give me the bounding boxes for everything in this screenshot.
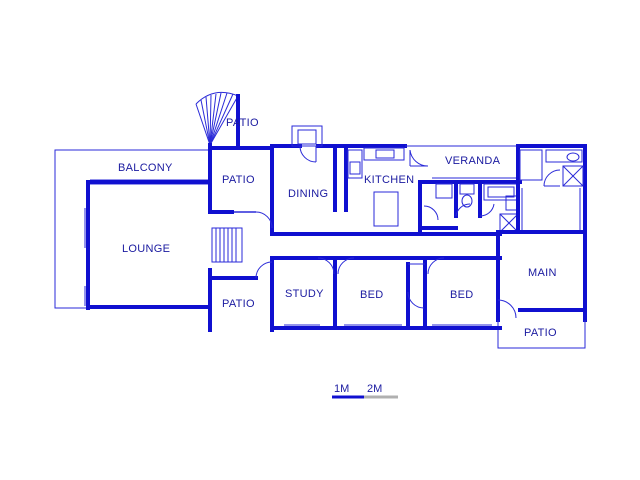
- label-patio-left-upper: PATIO: [222, 174, 255, 186]
- bay-fan: [195, 91, 240, 148]
- label-bed-2: BED: [450, 289, 474, 301]
- label-main: MAIN: [528, 267, 557, 279]
- label-lounge: LOUNGE: [122, 243, 170, 255]
- label-patio-top: PATIO: [226, 117, 259, 129]
- label-dining: DINING: [288, 188, 328, 200]
- label-patio-bottom-right: PATIO: [524, 327, 557, 339]
- label-balcony: BALCONY: [118, 162, 173, 174]
- label-bed-1: BED: [360, 289, 384, 301]
- label-veranda: VERANDA: [445, 155, 501, 167]
- scale-bar: 1M 2M: [332, 383, 398, 399]
- scale-label-1m: 1M: [334, 383, 349, 395]
- label-study: STUDY: [285, 288, 324, 300]
- dining-kitchen-walls: [270, 125, 502, 236]
- lounge-walls: [84, 180, 212, 310]
- label-patio-left-lower: PATIO: [222, 298, 255, 310]
- main-walls: [496, 144, 587, 349]
- bathroom-block: [418, 180, 522, 233]
- label-kitchen: KITCHEN: [364, 174, 414, 186]
- bedrooms-walls: [270, 256, 502, 330]
- left-patio-walls: [208, 143, 274, 332]
- scale-label-2m: 2M: [367, 383, 382, 395]
